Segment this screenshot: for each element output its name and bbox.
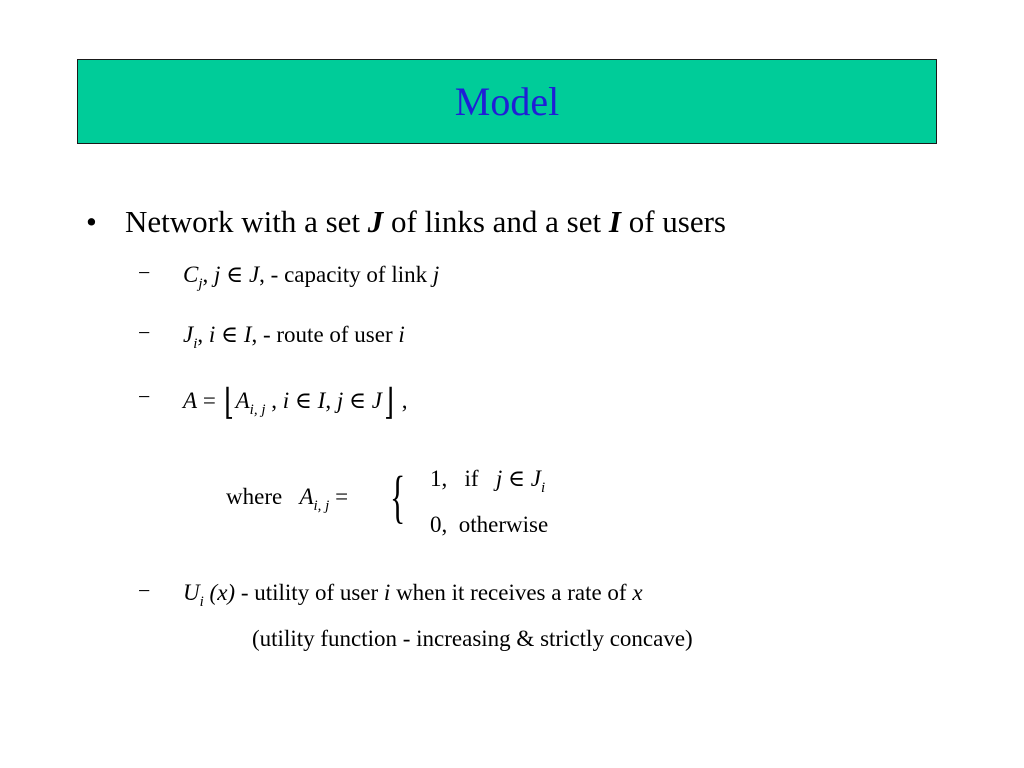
math-comma: , — [325, 388, 337, 413]
route-line: Ji, i ∈ I, - route of user i — [183, 322, 405, 353]
math-i: i — [383, 580, 391, 605]
math-sub-i: i — [540, 480, 546, 496]
bullet-text-3: of users — [620, 204, 726, 239]
piecewise-brace: { — [390, 464, 406, 529]
case1-value: 1, — [430, 466, 448, 491]
dash-4: − — [138, 578, 151, 603]
math-sub-ij: i, j — [249, 402, 266, 418]
bullet-text-1: Network with a set — [125, 204, 368, 239]
dash-2: − — [138, 320, 151, 345]
math-x: x — [632, 580, 643, 605]
case1-if: if — [464, 466, 479, 491]
math-C: C — [183, 262, 199, 287]
math-i-end: i — [398, 322, 405, 347]
dash-1: − — [138, 260, 151, 285]
utility-desc-1: - utility of user — [235, 580, 384, 605]
math-j-end: j — [432, 262, 440, 287]
math-i: i — [282, 388, 290, 413]
left-floor-bracket: ⌊ — [223, 382, 234, 422]
case-2: 0, otherwise — [430, 512, 548, 538]
math-j: j — [495, 466, 503, 491]
main-bullet: • Network with a set J of links and a set… — [86, 204, 726, 240]
math-sep: , — [265, 388, 283, 413]
case2-text: otherwise — [458, 512, 549, 537]
utility-line: Ui (x) - utility of user i when it recei… — [183, 580, 643, 611]
math-j: j — [214, 262, 221, 287]
utility-desc-2: when it receives a rate of — [390, 580, 633, 605]
symbol-J: J — [367, 204, 384, 239]
math-sub-j: j — [198, 276, 203, 292]
math-eq: = — [197, 388, 222, 413]
case-1: 1, if j ∈ Ji — [430, 466, 545, 497]
math-A-elem: A — [235, 388, 250, 413]
dash-3: − — [138, 384, 151, 409]
utility-note: (utility function - increasing & strictl… — [252, 626, 693, 651]
math-in: ∈ — [220, 262, 249, 287]
math-j: j — [336, 388, 344, 413]
slide-title: Model — [454, 79, 560, 124]
math-J: J — [248, 262, 260, 287]
math-eq: = — [329, 484, 349, 509]
case2-value: 0, — [430, 512, 448, 537]
math-in: ∈ — [289, 388, 318, 413]
math-sub-i: i — [193, 336, 198, 352]
math-A: A — [183, 388, 198, 413]
math-sep: , — [202, 262, 215, 287]
bullet-marker: • — [86, 204, 97, 239]
math-I: I — [243, 322, 252, 347]
math-J: J — [371, 388, 382, 413]
slide-title-box: Model — [77, 59, 937, 144]
math-A: A — [299, 484, 314, 509]
math-J: J — [530, 466, 541, 491]
math-I: I — [317, 388, 326, 413]
math-i: i — [208, 322, 216, 347]
math-trail-comma: , — [396, 388, 408, 413]
capacity-line: Cj, j ∈ J, - capacity of link j — [183, 262, 439, 293]
route-desc: , - route of user — [251, 322, 399, 347]
math-sub-i: i — [199, 594, 204, 610]
symbol-I: I — [608, 204, 621, 239]
math-J: J — [183, 322, 194, 347]
math-in: ∈ — [502, 466, 531, 491]
math-sub-ij: i, j — [313, 498, 330, 514]
where-word: where — [226, 484, 283, 509]
math-in: ∈ — [343, 388, 372, 413]
math-U: U — [183, 580, 200, 605]
math-arg-x: (x) — [203, 580, 236, 605]
math-sep: , — [197, 322, 209, 347]
math-in: ∈ — [215, 322, 244, 347]
bullet-text-2: of links and a set — [383, 204, 609, 239]
where-line: where Ai, j = — [226, 484, 348, 515]
capacity-desc: , - capacity of link — [259, 262, 433, 287]
right-floor-bracket: ⌋ — [384, 382, 394, 422]
matrix-line: A = ⌊Ai, j , i ∈ I, j ∈ J⌋ , — [183, 384, 408, 420]
